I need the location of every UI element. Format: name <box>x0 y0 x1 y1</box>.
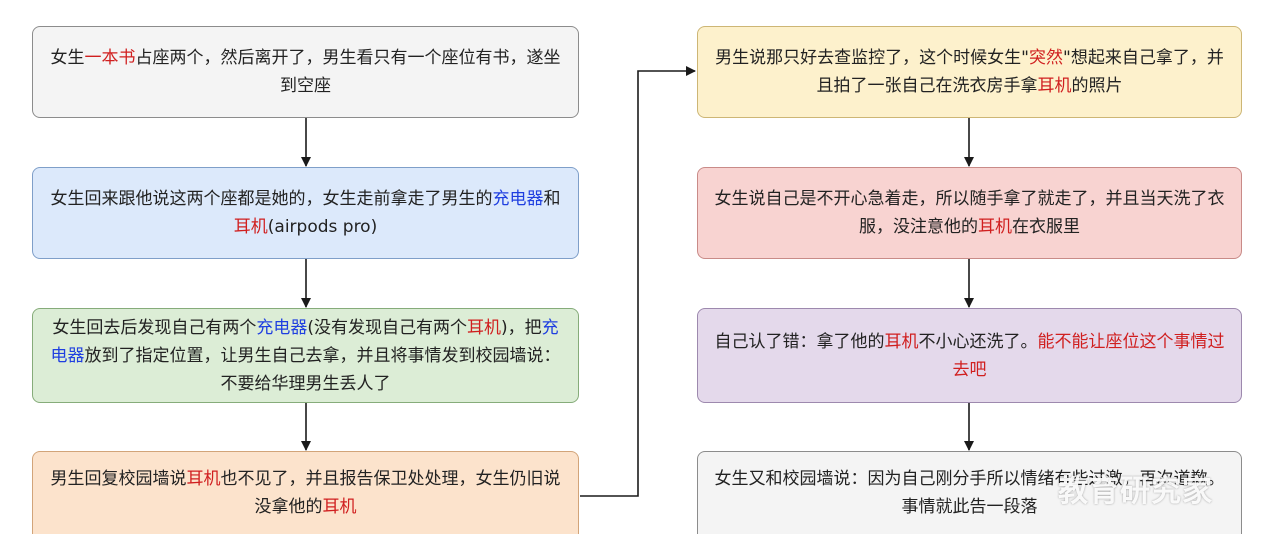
highlight-red-text: 突然 <box>1029 48 1063 68</box>
box-text-segment: 不小心还洗了。 <box>918 331 1038 352</box>
flow-box-2-text: 女生回来跟他说这两个座都是她的，女生走前拿走了男生的充电器和耳机(airpods… <box>45 185 566 241</box>
watermark: 教育研究家 <box>1058 474 1213 509</box>
box-text-segment: )，把 <box>501 317 542 338</box>
box-text-segment: 的照片 <box>1071 76 1123 96</box>
box-text-segment: 女生 <box>50 48 85 68</box>
box-text-segment: 女生又和校园墙说：因为自己刚分手所以情绪有些过激，再次道歉。事情就此告一段落 <box>714 469 1225 517</box>
highlight-red-text: 耳机 <box>186 469 221 489</box>
flow-box-7-text: 自己认了错：拿了他的耳机不小心还洗了。能不能让座位这个事情过去吧 <box>710 328 1229 384</box>
flow-box-4-text: 男生回复校园墙说耳机也不见了，并且报告保卫处处理，女生仍旧说没拿他的耳机 <box>45 465 566 521</box>
highlight-blue-text: 充电器 <box>50 317 559 366</box>
highlight-blue-text: 充电器 <box>492 189 544 209</box>
box-text-segment: 占座两个，然后离开了，男生看只有一个座位有书，遂坐到空座 <box>135 48 561 96</box>
box-text-segment: 男生说那只好去查监控了，这个时候女生" <box>715 48 1029 68</box>
flow-box-6-text: 女生说自己是不开心急着走，所以随手拿了就走了，并且当天洗了衣服，没注意他的耳机在… <box>710 185 1229 241</box>
box-text-segment: 和 <box>543 189 561 209</box>
box-text-segment: 自己认了错：拿了他的 <box>714 331 885 352</box>
flow-box-8: 女生又和校园墙说：因为自己刚分手所以情绪有些过激，再次道歉。事情就此告一段落 <box>697 451 1242 534</box>
highlight-red-text: 耳机 <box>1037 76 1072 96</box>
box-text-segment: 放到了指定位置，让男生自己去拿，并且将事情发到校园墙说：不要给华理男生丢人了 <box>84 345 561 394</box>
box-text-segment: (没有发现自己有两个 <box>307 317 467 338</box>
highlight-blue-text: 充电器 <box>256 317 308 338</box>
highlight-red-text: 耳机 <box>233 217 268 237</box>
highlight-red-text: 一本书 <box>84 48 136 68</box>
flow-box-1-text: 女生一本书占座两个，然后离开了，男生看只有一个座位有书，遂坐到空座 <box>45 44 566 100</box>
box-text-segment: 也不见了，并且报告保卫处处理，女生仍旧说没拿他的 <box>220 469 561 517</box>
flow-box-5-text: 男生说那只好去查监控了，这个时候女生"突然"想起来自己拿了，并且拍了一张自己在洗… <box>710 44 1229 100</box>
highlight-red-text: 耳机 <box>884 331 919 352</box>
highlight-red-text: 耳机 <box>322 497 357 517</box>
highlight-red-text: 能不能让座位这个事情过去吧 <box>952 331 1225 380</box>
flow-box-7: 自己认了错：拿了他的耳机不小心还洗了。能不能让座位这个事情过去吧 <box>697 308 1242 403</box>
flow-box-3: 女生回去后发现自己有两个充电器(没有发现自己有两个耳机)，把充电器放到了指定位置… <box>32 308 579 403</box>
highlight-red-text: 耳机 <box>978 217 1012 237</box>
box-text-segment: 女生回去后发现自己有两个 <box>52 317 257 338</box>
flow-box-6: 女生说自己是不开心急着走，所以随手拿了就走了，并且当天洗了衣服，没注意他的耳机在… <box>697 167 1242 259</box>
flow-box-4: 男生回复校园墙说耳机也不见了，并且报告保卫处处理，女生仍旧说没拿他的耳机 <box>32 451 579 534</box>
box-text-segment: 女生回来跟他说这两个座都是她的，女生走前拿走了男生的 <box>50 189 493 209</box>
flow-box-5: 男生说那只好去查监控了，这个时候女生"突然"想起来自己拿了，并且拍了一张自己在洗… <box>697 26 1242 118</box>
box-text-segment: 男生回复校园墙说 <box>50 469 187 489</box>
box-text-segment: (airpods pro) <box>267 217 378 237</box>
box-text-segment: 女生说自己是不开心急着走，所以随手拿了就走了，并且当天洗了衣服，没注意他的 <box>714 189 1225 237</box>
box-text-segment: 在衣服里 <box>1012 217 1080 237</box>
flow-box-2: 女生回来跟他说这两个座都是她的，女生走前拿走了男生的充电器和耳机(airpods… <box>32 167 579 259</box>
box-text-segment: "想起来自己拿了，并且拍了一张自己在洗衣房手拿 <box>816 48 1224 96</box>
highlight-red-text: 耳机 <box>467 317 501 338</box>
flow-box-8-text: 女生又和校园墙说：因为自己刚分手所以情绪有些过激，再次道歉。事情就此告一段落 <box>710 465 1229 521</box>
flow-box-3-text: 女生回去后发现自己有两个充电器(没有发现自己有两个耳机)，把充电器放到了指定位置… <box>45 314 566 398</box>
arrow-4-5 <box>580 66 696 497</box>
flow-box-1: 女生一本书占座两个，然后离开了，男生看只有一个座位有书，遂坐到空座 <box>32 26 579 118</box>
